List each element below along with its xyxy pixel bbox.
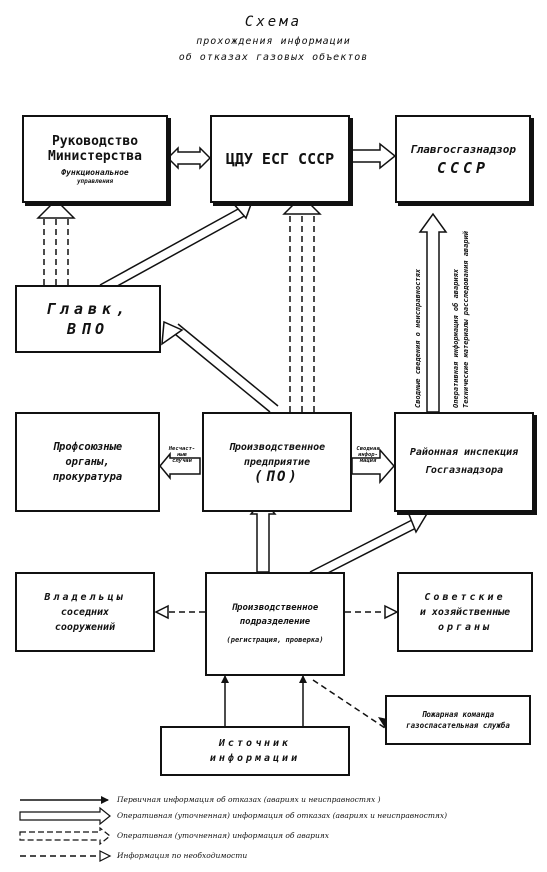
unions-line1: Профсоюзные <box>52 440 123 453</box>
enterprise-line2: предприятие <box>243 456 311 468</box>
enterprise-line3: (ПО) <box>254 468 300 485</box>
diagram-subtitle-2: об отказах газовых объектов <box>178 52 369 63</box>
fire-line1: Пожарная команда <box>421 710 495 719</box>
label-vertical-3: Технические материалы расследования авар… <box>462 230 470 408</box>
legend-item-2: Оперативная (уточненная) информация об о… <box>117 811 448 820</box>
box-owners: Владельцы соседних сооружений <box>15 572 155 652</box>
arrow-enterprise-inspection <box>351 448 395 484</box>
soviet-line2: и хозяйственные <box>419 606 511 618</box>
label-accidents: Несчаст-ные случаи <box>168 446 196 464</box>
label-summary: Сводная инфор-мация <box>356 446 380 464</box>
box-gosgaz: Главгосгазнадзор СССР <box>395 115 531 203</box>
source-line2: информации <box>209 753 301 764</box>
glavk-line1: Главк, <box>45 300 131 318</box>
owners-line3: сооружений <box>54 621 116 633</box>
box-enterprise: Производственное предприятие (ПО) <box>202 412 352 512</box>
ministry-line2: Министерства <box>48 148 142 164</box>
cdu-label: ЦДУ ЕСГ СССР <box>225 150 335 168</box>
unions-line2: органы, <box>65 455 110 468</box>
division-line2: подразделение <box>239 617 311 627</box>
box-inspection: Районная инспекция Госгазнадзора <box>394 412 534 512</box>
gosgaz-line1: Главгосгазнадзор <box>410 143 516 156</box>
ministry-line3: Функциональное <box>61 167 129 177</box>
box-cdu: ЦДУ ЕСГ СССР <box>210 115 350 203</box>
legend-samples <box>19 796 112 862</box>
soviet-line3: органы <box>437 621 493 633</box>
ministry-line4: управления <box>76 177 114 185</box>
ministry-line1: Руководство <box>51 133 139 149</box>
box-soviet: Советские и хозяйственные органы <box>397 572 533 652</box>
arrow-cdu-gosgaz <box>349 142 397 170</box>
diagram-title: Схема <box>244 14 303 30</box>
fire-line2: газоспасательная служба <box>406 721 510 730</box>
glavk-line2: ВПО <box>66 320 110 338</box>
soviet-line1: Советские <box>424 591 506 603</box>
enterprise-line1: Производственное <box>228 441 326 453</box>
unions-line3: прокуратура <box>52 470 123 483</box>
box-fire: Пожарная команда газоспасательная служба <box>385 695 531 745</box>
box-unions: Профсоюзные органы, прокуратура <box>15 412 160 512</box>
division-line3: (регистрация, проверка) <box>226 636 324 644</box>
division-line1: Производственное <box>231 603 319 613</box>
box-division: Производственное подразделение (регистра… <box>205 572 345 676</box>
arrow-enterprise-unions <box>159 451 201 481</box>
legend-item-1: Первичная информация об отказах (авариях… <box>117 795 381 804</box>
box-source: Источник информации <box>160 726 350 776</box>
box-ministry: Руководство Министерства Функциональное … <box>22 115 168 203</box>
label-vertical-1: Сводные сведения о неисправностях <box>414 268 422 408</box>
source-line1: Источник <box>218 738 292 749</box>
box-glavk: Главк, ВПО <box>15 285 161 353</box>
label-vertical-2: Оперативная информация об авариях <box>452 268 460 408</box>
gosgaz-line2: СССР <box>436 159 490 177</box>
diagram-subtitle-1: прохождения информации <box>196 36 351 47</box>
inspection-line1: Районная инспекция <box>409 447 519 458</box>
arrow-inspection-gosgaz <box>418 212 448 413</box>
owners-line1: Владельцы <box>44 591 126 603</box>
inspection-line2: Госгазнадзора <box>424 465 504 476</box>
legend-item-4: Информация по необходимости <box>117 851 248 860</box>
owners-line2: соседних <box>60 606 110 618</box>
legend-item-3: Оперативная (уточненная) информация об а… <box>117 831 330 840</box>
arrow-cdu-ministry <box>166 146 212 170</box>
